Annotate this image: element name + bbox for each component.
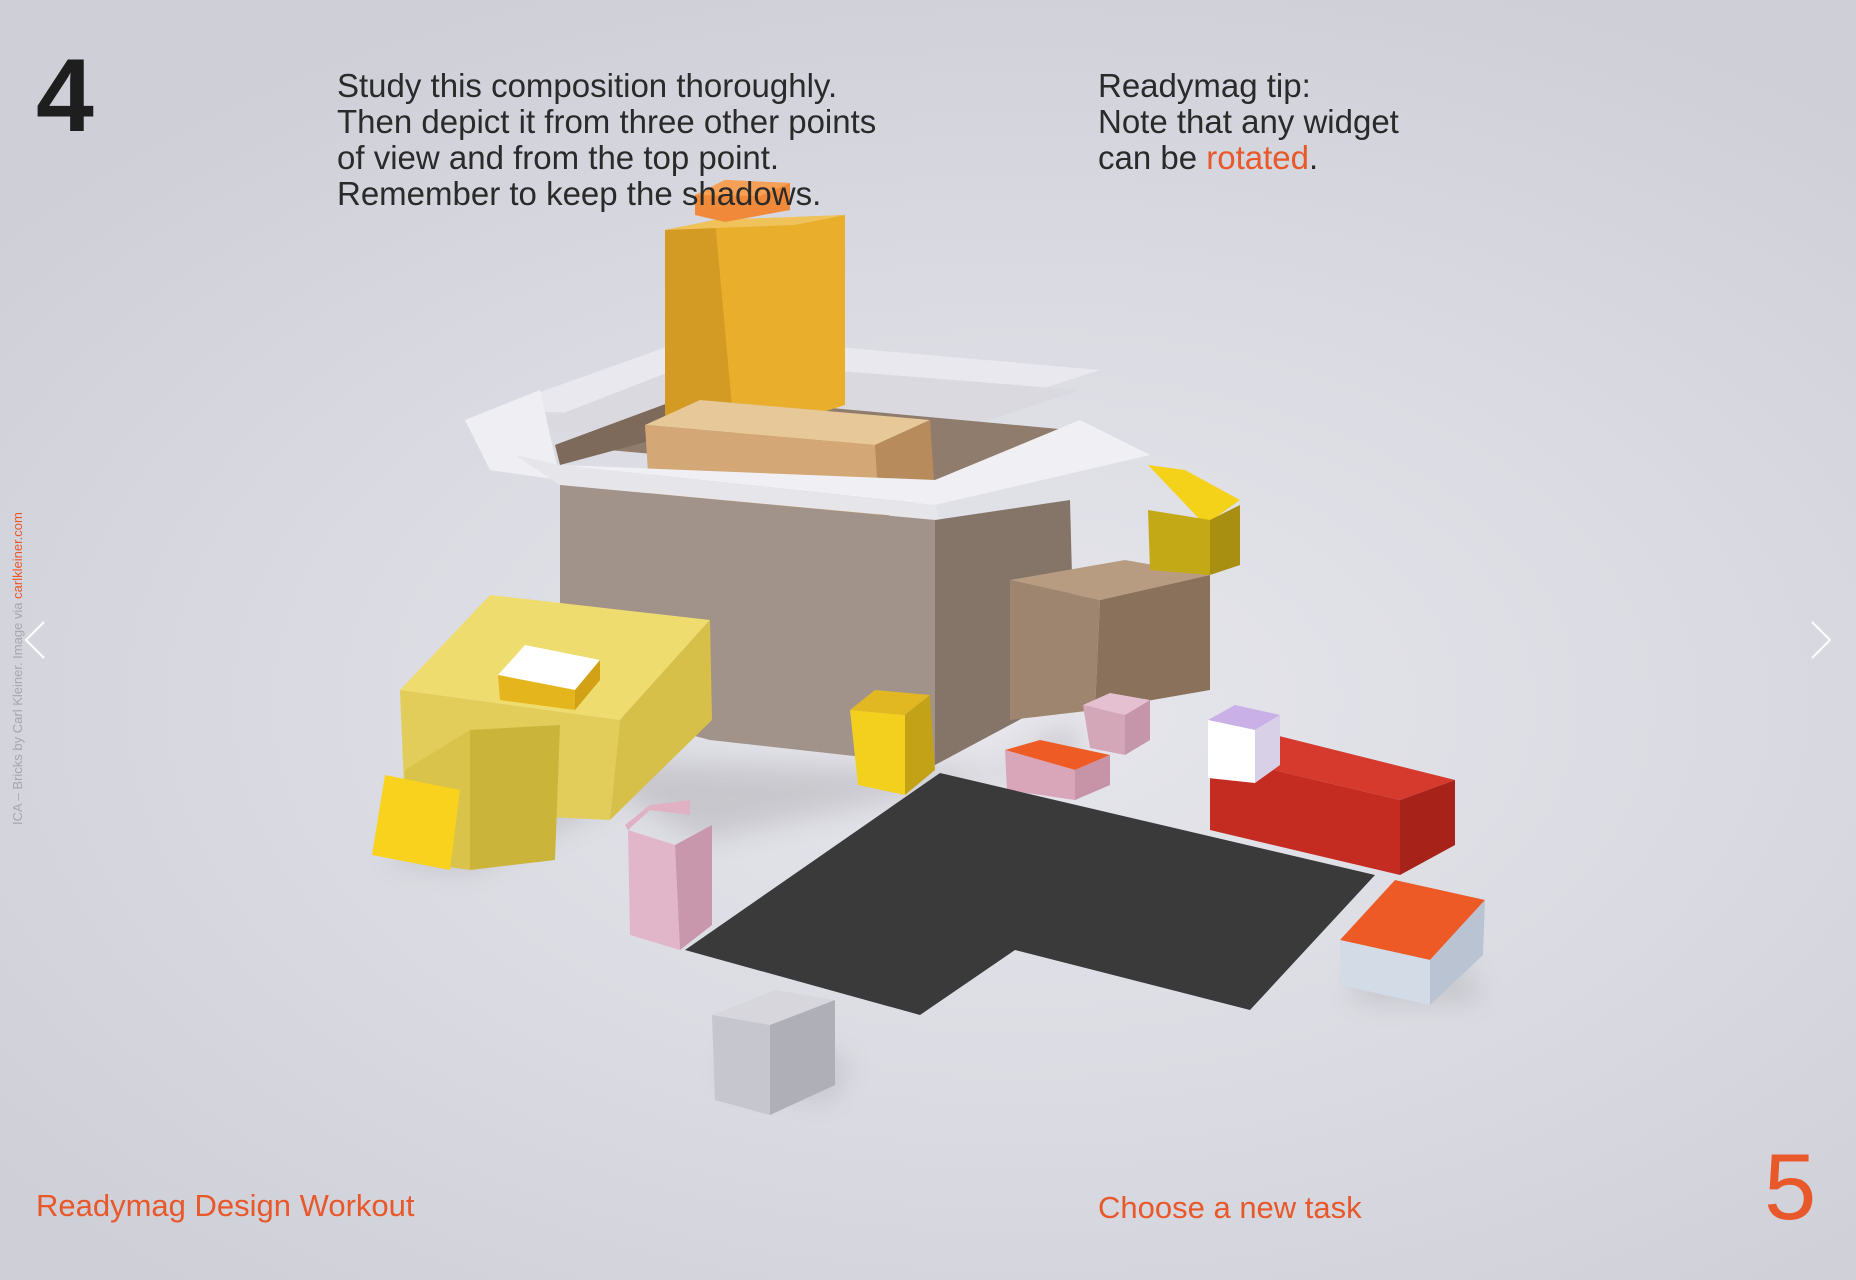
instruction-line: Then depict it from three other points: [337, 103, 877, 140]
instruction-line: Remember to keep the shadows.: [337, 175, 822, 212]
tip-text: .: [1309, 139, 1319, 176]
prev-page-button[interactable]: [22, 620, 48, 660]
instruction-line: Study this composition thoroughly.: [337, 67, 838, 104]
image-credit: ICA – Bricks by Carl Kleiner. Image via …: [10, 512, 25, 825]
chevron-left-icon: [24, 621, 45, 659]
credit-link[interactable]: carlkleiner.com: [10, 512, 25, 599]
next-page-button[interactable]: [1808, 620, 1834, 660]
task-instructions: Study this composition thoroughly. Then …: [337, 68, 977, 212]
tip-heading: Readymag tip:: [1098, 67, 1311, 104]
tip-line: Note that any widget: [1098, 103, 1399, 140]
chevron-right-icon: [1811, 621, 1832, 659]
tip-highlight: rotated: [1206, 139, 1309, 176]
tip-text: can be: [1098, 139, 1207, 176]
readymag-tip: Readymag tip: Note that any widget can b…: [1098, 68, 1558, 176]
instruction-line: of view and from the top point.: [337, 139, 780, 176]
next-task-number[interactable]: 5: [1764, 1134, 1817, 1239]
brand-link[interactable]: Readymag Design Workout: [36, 1188, 415, 1223]
choose-new-task-link[interactable]: Choose a new task: [1098, 1190, 1362, 1225]
task-number: 4: [36, 38, 94, 154]
tip-line: can be rotated.: [1098, 140, 1558, 176]
